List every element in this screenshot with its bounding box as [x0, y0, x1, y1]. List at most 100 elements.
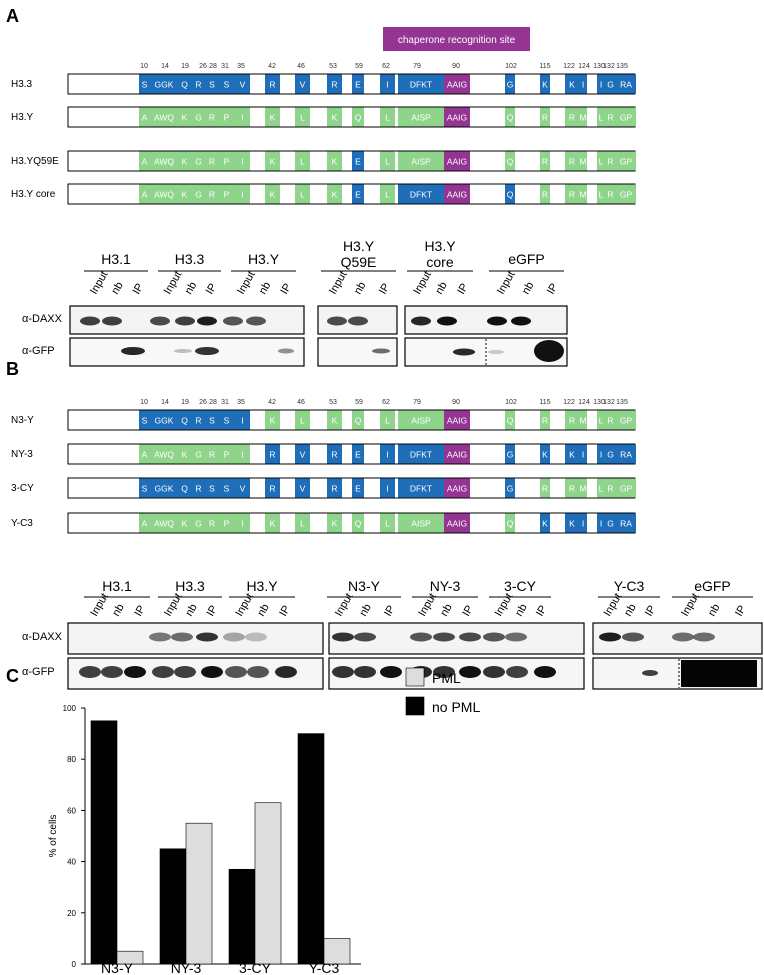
panelA-residue-block [540, 151, 550, 171]
panelB-residue-block [265, 444, 280, 464]
panelB-residue-label: R [607, 484, 613, 494]
panelB-position-label: 130 [593, 399, 605, 406]
gfp-band [247, 666, 269, 678]
daxx-band [102, 316, 122, 326]
panelA-residue-block [327, 74, 342, 94]
panelA-residue-block [565, 184, 579, 204]
daxx-band [197, 316, 217, 326]
panelB-residue-label: V [300, 450, 306, 460]
panelB-residue-block [540, 513, 550, 533]
panelB-residue-block [398, 513, 444, 533]
chaperone-site-label: chaperone recognition site [398, 35, 516, 46]
panelB-residue-block [579, 513, 587, 533]
blot-lane-label: IP [277, 603, 293, 618]
panelA-residue-label: K [270, 157, 276, 167]
panelB-position-label: 132 [603, 399, 615, 406]
panelB-residue-block [178, 410, 191, 430]
panelA-residue-block [139, 74, 150, 94]
panelA-residue-block [327, 151, 342, 171]
panelA-residue-label: K [332, 157, 338, 167]
panelA-residue-label: R [542, 157, 548, 167]
daxx-band [175, 316, 195, 326]
panelB-residue-label: AAIG [447, 484, 467, 494]
panelA-residue-label: R [542, 190, 548, 200]
daxx-band [511, 316, 531, 326]
panelA-position-label: 79 [413, 63, 421, 70]
panelB-residue-block [218, 478, 235, 498]
panelB-position-label: 62 [382, 399, 390, 406]
panelA-position-label: 35 [237, 63, 245, 70]
blot-lane-label: IP [377, 281, 393, 296]
blot-lane-label: nb [438, 602, 455, 619]
panelB-residue-label: Q [507, 519, 514, 529]
panelB-residue-block [380, 410, 395, 430]
panelB-row-name: NY-3 [11, 449, 33, 460]
panelA-position-label: 59 [355, 63, 363, 70]
y-tick-label: 0 [72, 960, 77, 969]
panelB-residue-label: S [224, 484, 230, 494]
panelA-residue-label: A [142, 157, 148, 167]
gfp-band [225, 666, 247, 678]
panelA-residue-label: E [355, 80, 361, 90]
panelB-position-label: 53 [329, 399, 337, 406]
gfp-band [201, 666, 223, 678]
panelB-residue-label: M [579, 484, 586, 494]
legend-swatch [405, 696, 425, 716]
panelB-residue-block [206, 513, 218, 533]
panelB-residue-label: K [569, 519, 575, 529]
bar-no-pml [159, 848, 187, 965]
panelA-position-label: 90 [452, 63, 460, 70]
panelA-residue-label: G [195, 157, 202, 167]
panelB-residue-label: K [182, 450, 188, 460]
panelA-residue-label: Q [181, 80, 188, 90]
panelB-residue-label: Q [181, 416, 188, 426]
panelB-residue-label: R [331, 484, 337, 494]
panelA-residue-label: AAIG [447, 157, 467, 167]
panelB-residue-label: RA [620, 450, 632, 460]
gfp-band [332, 666, 354, 678]
chaperone-site-box [383, 27, 530, 51]
panelA-residue-block [380, 107, 395, 127]
panelA-residue-block [150, 107, 178, 127]
panelB-residue-block [178, 513, 191, 533]
blot-lane-label: nb [520, 280, 537, 297]
daxx-band [505, 632, 527, 642]
panelA-residue-label: Q [355, 113, 362, 123]
gfp-band [372, 348, 390, 354]
panelA-residue-block [139, 184, 150, 204]
panelB-residue-label: AWQ [154, 519, 174, 529]
blot-lane-label: nb [622, 602, 639, 619]
panelA-residue-label: L [385, 157, 390, 167]
panelA-residue-label: R [607, 190, 613, 200]
panelA-position-label: 31 [221, 63, 229, 70]
panelA-residue-block [398, 107, 444, 127]
panelB-row-name: 3-CY [11, 483, 34, 494]
panelB-residue-block [150, 513, 178, 533]
panelA-residue-block [398, 151, 444, 171]
panelB-position-label: 35 [237, 399, 245, 406]
panelB-residue-block [327, 513, 342, 533]
blot-lane-label: nb [433, 280, 450, 297]
y-tick-label: 40 [67, 858, 76, 867]
panelB-residue-label: G [507, 450, 514, 460]
panelB-residue-label: I [241, 416, 243, 426]
panelB-residue-block [235, 444, 250, 464]
panelA-residue-block [597, 107, 605, 127]
blot-row-label-gfp: α-GFP [22, 345, 55, 357]
panelA-residue-label: M [579, 190, 586, 200]
panelA-residue-label: G [195, 113, 202, 123]
panelA-residue-label: AAIG [447, 190, 467, 200]
panelB-residue-block [597, 444, 605, 464]
panelB-residue-block [505, 513, 515, 533]
panelA-residue-label: R [607, 157, 613, 167]
panelB-residue-label: G [195, 450, 202, 460]
panelB-residue-block [191, 513, 206, 533]
blot-lane-label: nb [110, 602, 127, 619]
daxx-band [327, 316, 347, 326]
blot-group-label: H3.Y [246, 578, 278, 594]
panelA-residue-block [597, 184, 605, 204]
panelB-residue-label: I [386, 484, 388, 494]
blot-lane-label: IP [455, 281, 471, 296]
